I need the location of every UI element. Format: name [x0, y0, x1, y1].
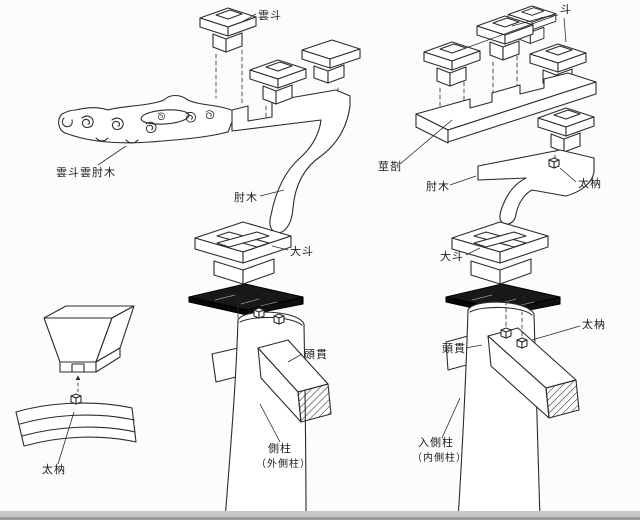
right-daito-group [445, 221, 561, 316]
column-dowel-peg [273, 313, 285, 325]
right-notched-plank [415, 72, 597, 144]
label-inner-column-paren: （内側柱） [412, 451, 467, 464]
label-dou: 斗 [560, 3, 572, 16]
right-bracket-assembly [415, 5, 597, 225]
label-cloud-dou: 雲斗 [258, 9, 282, 22]
label-dowel-detail: 太枘 [42, 462, 66, 476]
center-column-assembly [211, 307, 332, 520]
left-cloud-bracket-assembly [58, 7, 361, 234]
dowel-detail-group [15, 305, 137, 447]
label-stem-joint: 莖剳 [378, 160, 402, 173]
label-inner-column: 入側柱 [418, 435, 454, 449]
label-head-tie-left: 頭貫 [304, 348, 328, 361]
right-lower-arm [477, 107, 595, 225]
right-dou-block-left [423, 41, 481, 87]
inner-column-assembly [445, 301, 580, 520]
left-daito-block [194, 221, 292, 285]
arm-end-dou-block [537, 107, 595, 153]
head-tie-beam-right [487, 301, 580, 419]
dowel-mortise-hole [71, 363, 85, 373]
label-hijiki-right: 肘木 [426, 179, 450, 193]
scan-edge-strip-dark [0, 517, 640, 520]
label-outer-column: 側柱 [268, 441, 292, 455]
left-stepped-block [301, 39, 361, 84]
arm-dowel-peg [548, 157, 560, 169]
label-dowel-beam-right: 太枘 [582, 317, 606, 331]
outer-column-shaft [224, 311, 307, 520]
detail-dowel-peg [70, 393, 82, 405]
beam-dowel-peg [500, 327, 512, 339]
scan-edge-strip [0, 511, 640, 520]
head-tie-beam-center [257, 339, 332, 423]
beam-dowel-peg [516, 337, 528, 349]
label-large-dou-right: 大斗 [440, 249, 464, 263]
label-dowel-upper-right: 太枘 [578, 176, 602, 190]
beam-fragment [15, 402, 137, 447]
label-hijiki-left: 肘木 [234, 190, 258, 204]
labels: 雲斗 斗 雲斗雲肘木 肘木 莖剳 肘木 太枘 大斗 大斗 太枘 頭貫 頭貫 側柱… [42, 3, 606, 476]
left-daito-group [188, 221, 304, 319]
label-outer-column-paren: （外側柱） [256, 457, 311, 470]
label-large-dou-left: 大斗 [290, 244, 314, 258]
cloud-slab [58, 94, 237, 144]
column-dowel-peg [253, 307, 265, 319]
left-dark-board [188, 283, 304, 316]
label-cloud-dou-cloud-hijiki: 雲斗雲肘木 [56, 165, 116, 179]
cloud-dou-block [199, 7, 257, 53]
label-head-tie-right: 頭貫 [442, 342, 466, 355]
left-bracket-arm [231, 89, 351, 234]
right-daito-block [451, 221, 549, 285]
